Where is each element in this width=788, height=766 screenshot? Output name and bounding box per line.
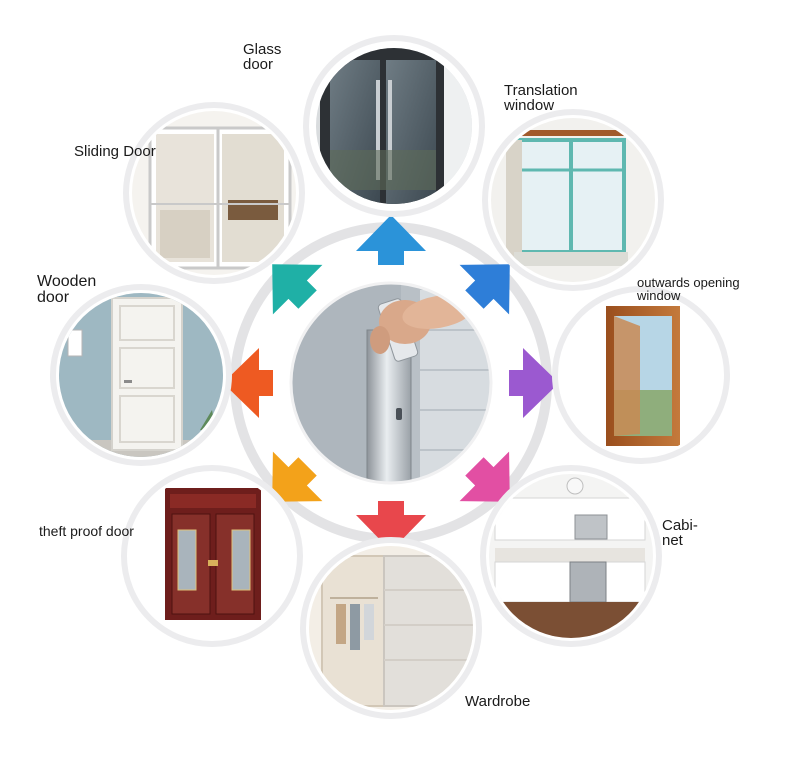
wooden-door-icon	[50, 284, 232, 466]
arrow-up-icon	[356, 215, 426, 265]
arrow-right-icon	[509, 348, 559, 418]
arrow-up-left-icon	[272, 264, 323, 315]
label-outwards-opening-window: outwards opening window	[637, 275, 740, 303]
label-glass-door: Glass door	[243, 41, 282, 73]
arrow-left-icon	[223, 348, 273, 418]
label-wardrobe: Wardrobe	[465, 693, 531, 710]
wardrobe-icon	[300, 537, 482, 719]
arrow-up-right-icon	[459, 264, 510, 315]
kitchen-cabinet-icon	[480, 465, 662, 647]
arrow-down-icon	[356, 501, 426, 551]
label-sliding-door: Sliding Door	[74, 143, 156, 160]
label-translation-window: Translation window	[504, 82, 578, 114]
label-theft-proof-door: theft proof door	[39, 523, 134, 539]
label-cabinet: Cabi- net	[662, 517, 698, 549]
glass-door-icon	[303, 35, 485, 217]
sliding-window-icon	[482, 109, 664, 291]
arrow-down-right-icon	[459, 451, 510, 502]
arrows	[223, 215, 559, 551]
arrow-down-left-icon	[272, 451, 323, 502]
sliding-door-icon	[123, 102, 305, 284]
label-wooden-door: Wooden door	[37, 273, 97, 306]
casement-window-icon	[552, 286, 730, 464]
security-door-icon	[121, 465, 303, 647]
